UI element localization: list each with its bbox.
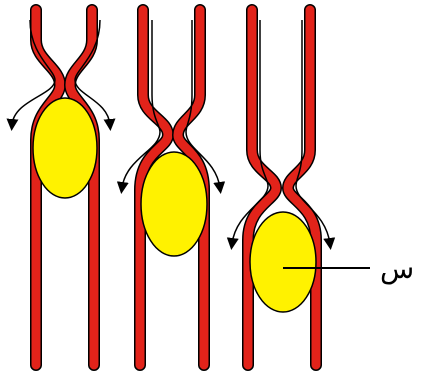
stage-1-bolus (33, 98, 97, 198)
stage-1-tube (12, 10, 110, 365)
stage-3-bolus (250, 212, 316, 312)
stage-2-tube (122, 10, 220, 365)
bolus-label: س (380, 252, 414, 285)
stage-3-tube (232, 10, 330, 365)
stage-2-bolus (141, 152, 207, 256)
